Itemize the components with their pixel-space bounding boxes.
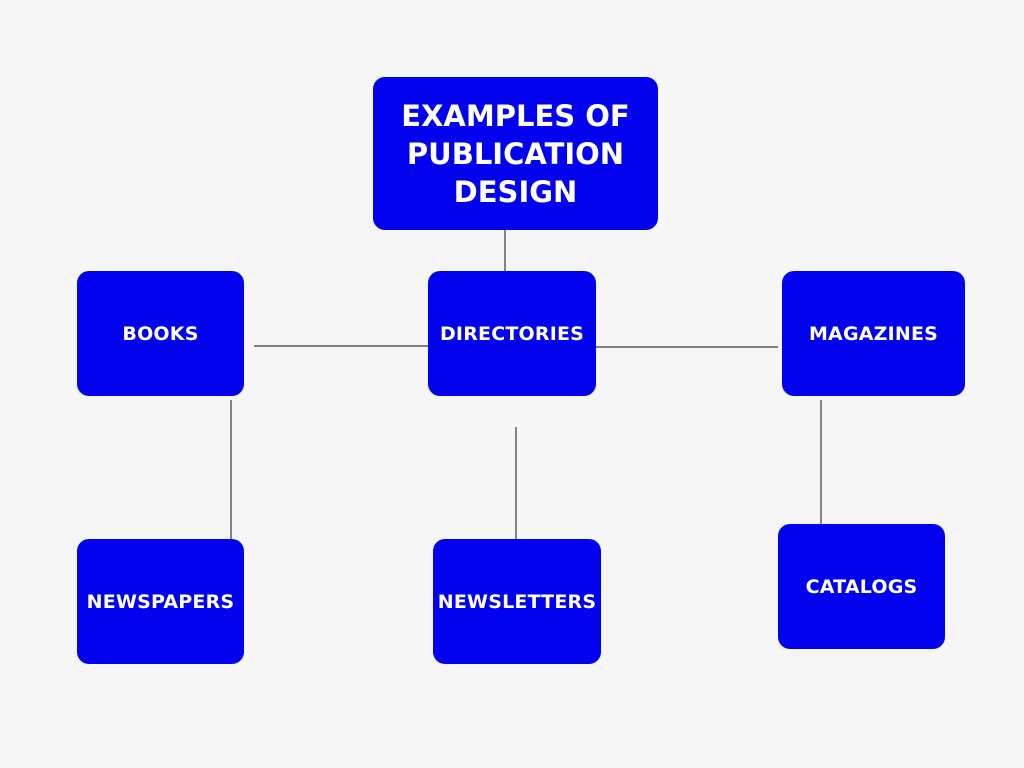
magazines-label: MAGAZINES bbox=[808, 322, 939, 345]
catalogs-label: CATALOGS bbox=[805, 575, 918, 598]
directories-label: DIRECTORIES bbox=[439, 322, 585, 345]
title-node: EXAMPLES OF PUBLICATION DESIGN bbox=[373, 77, 658, 230]
newsletters-label: NEWSLETTERS bbox=[437, 590, 597, 613]
books-label: BOOKS bbox=[122, 322, 199, 345]
directories-node: DIRECTORIES bbox=[428, 271, 596, 396]
newspapers-node: NEWSPAPERS bbox=[77, 539, 244, 664]
newsletters-node: NEWSLETTERS bbox=[433, 539, 601, 664]
books-node: BOOKS bbox=[77, 271, 244, 396]
magazines-node: MAGAZINES bbox=[782, 271, 965, 396]
catalogs-node: CATALOGS bbox=[778, 524, 945, 649]
newspapers-label: NEWSPAPERS bbox=[86, 590, 235, 613]
title-text: EXAMPLES OF PUBLICATION DESIGN bbox=[401, 98, 630, 209]
